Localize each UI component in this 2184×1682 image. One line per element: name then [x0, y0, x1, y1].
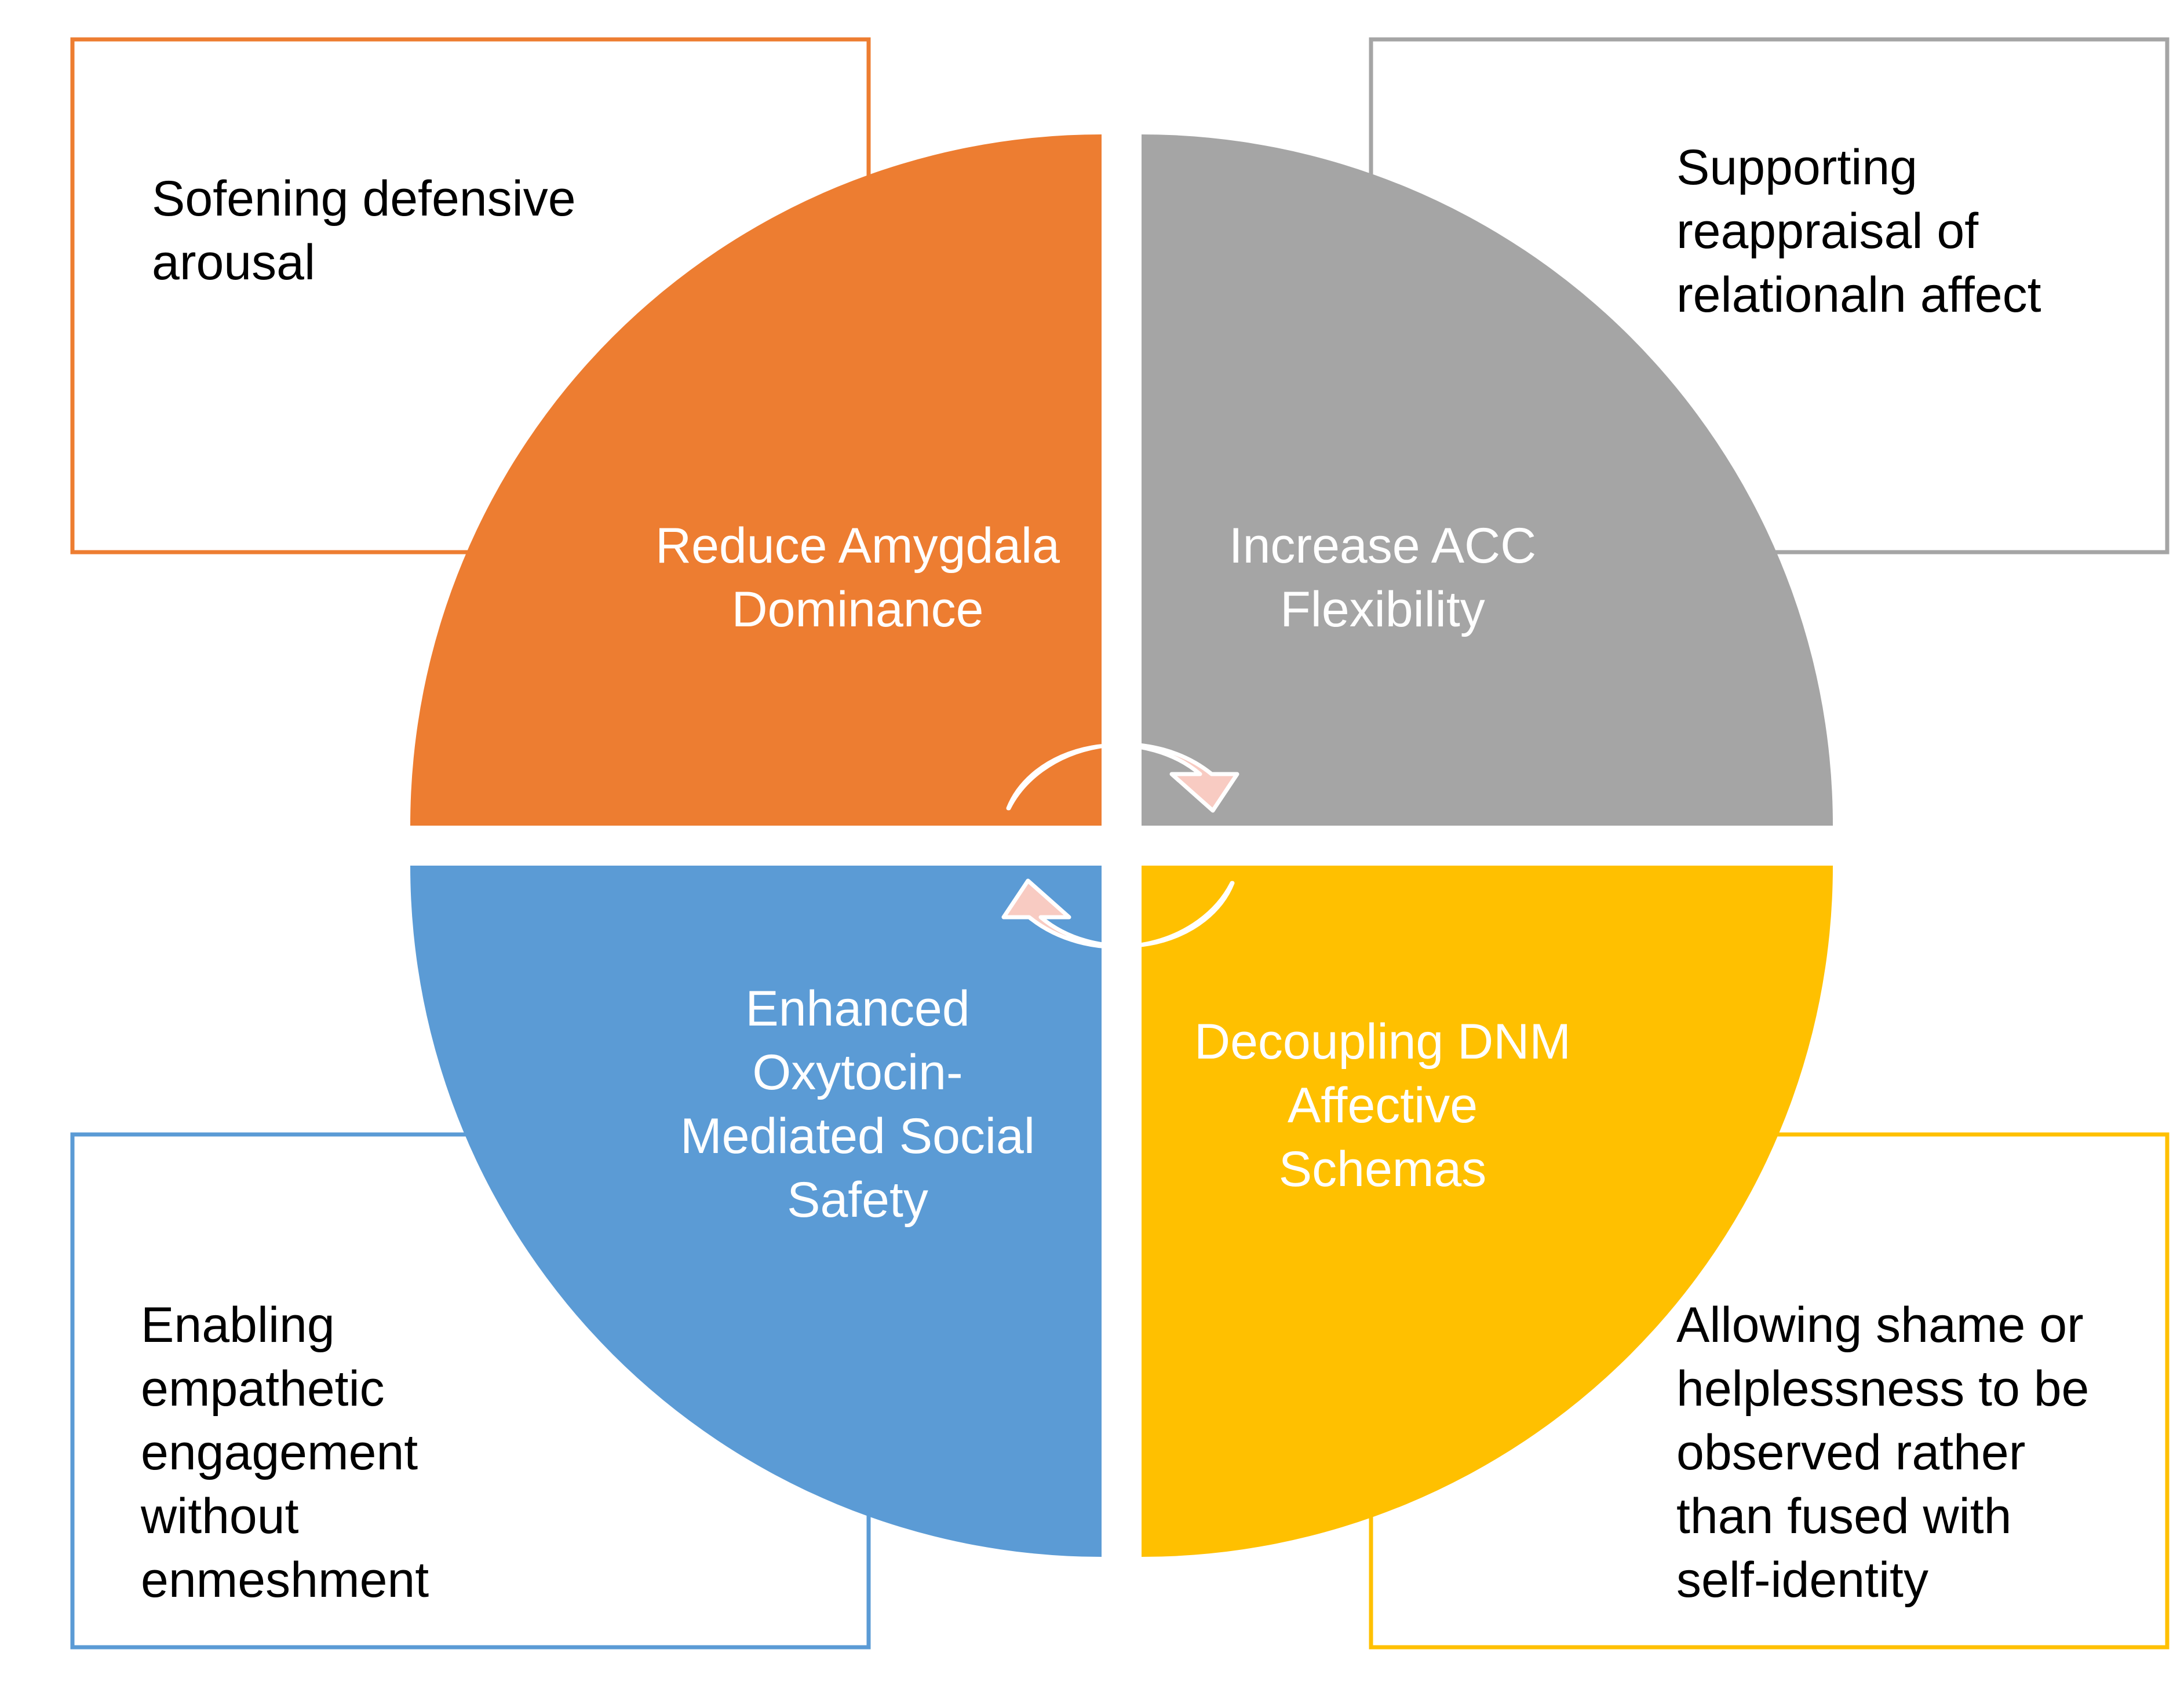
box-text-top-right: Supporting reappraisal of relationaln affe…	[1676, 140, 2041, 323]
quadrant-top-right	[1142, 134, 1833, 826]
box-text-line: observed rather	[1676, 1425, 2025, 1480]
quadrant-label-line: Safety	[787, 1172, 928, 1228]
quadrant-bottom-left	[410, 866, 1102, 1557]
box-text-line: than fused with	[1676, 1488, 2011, 1544]
box-text-bottom-right: Allowing shame or helplessness to be obser…	[1676, 1297, 2089, 1608]
quadrant-label-line: Reduce Amygdala	[655, 518, 1060, 574]
box-text-line: helplessness to be	[1676, 1361, 2089, 1417]
box-text-top-left: Sofening defensive arousal	[152, 171, 576, 290]
box-text-line: Allowing shame or	[1676, 1297, 2084, 1353]
box-text-line: Enabling	[141, 1297, 335, 1353]
circle-quadrants	[410, 134, 1833, 1557]
box-text-line: Supporting	[1676, 140, 1917, 195]
arrow-top-clockwise	[1006, 742, 1239, 813]
box-labels: Sofening defensive arousal Supporting reap…	[140, 140, 2089, 1608]
box-text-line: engagement	[141, 1425, 418, 1480]
box-text-line: enmeshment	[141, 1552, 429, 1608]
circular-arrows-icon	[1001, 742, 1239, 949]
box-text-line: Sofening defensive	[152, 171, 576, 227]
box-text-line: empathetic	[141, 1361, 385, 1417]
quadrant-label-line: Enhanced	[745, 981, 969, 1037]
quadrant-label-line: Increase ACC	[1229, 518, 1537, 574]
box-text-line: relationaln affect	[1676, 267, 2041, 323]
quadrant-label-top-right: Increase ACC Flexibility	[1229, 518, 1537, 637]
quadrant-top-left	[410, 134, 1102, 826]
arrow-bottom-clockwise	[1001, 878, 1235, 949]
box-text-line: reappraisal of	[1676, 203, 1979, 259]
quadrant-label-line: Mediated Social	[680, 1108, 1035, 1164]
box-text-line: self-identity	[1676, 1552, 1928, 1608]
quadrant-label-line: Decoupling DNM	[1194, 1014, 1571, 1070]
quadrant-label-line: Flexibility	[1280, 582, 1485, 637]
quadrant-label-line: Dominance	[732, 582, 984, 637]
quadrant-label-line: Oxytocin-	[752, 1045, 962, 1100]
box-text-line: arousal	[152, 235, 315, 290]
quadrant-label-line: Schemas	[1279, 1141, 1487, 1197]
quadrant-bottom-right	[1142, 866, 1833, 1557]
box-text-line: without	[140, 1488, 299, 1544]
box-text-bottom-left: Enabling empathetic engagement without enmes…	[140, 1297, 429, 1608]
quadrant-label-line: Affective	[1288, 1078, 1478, 1133]
